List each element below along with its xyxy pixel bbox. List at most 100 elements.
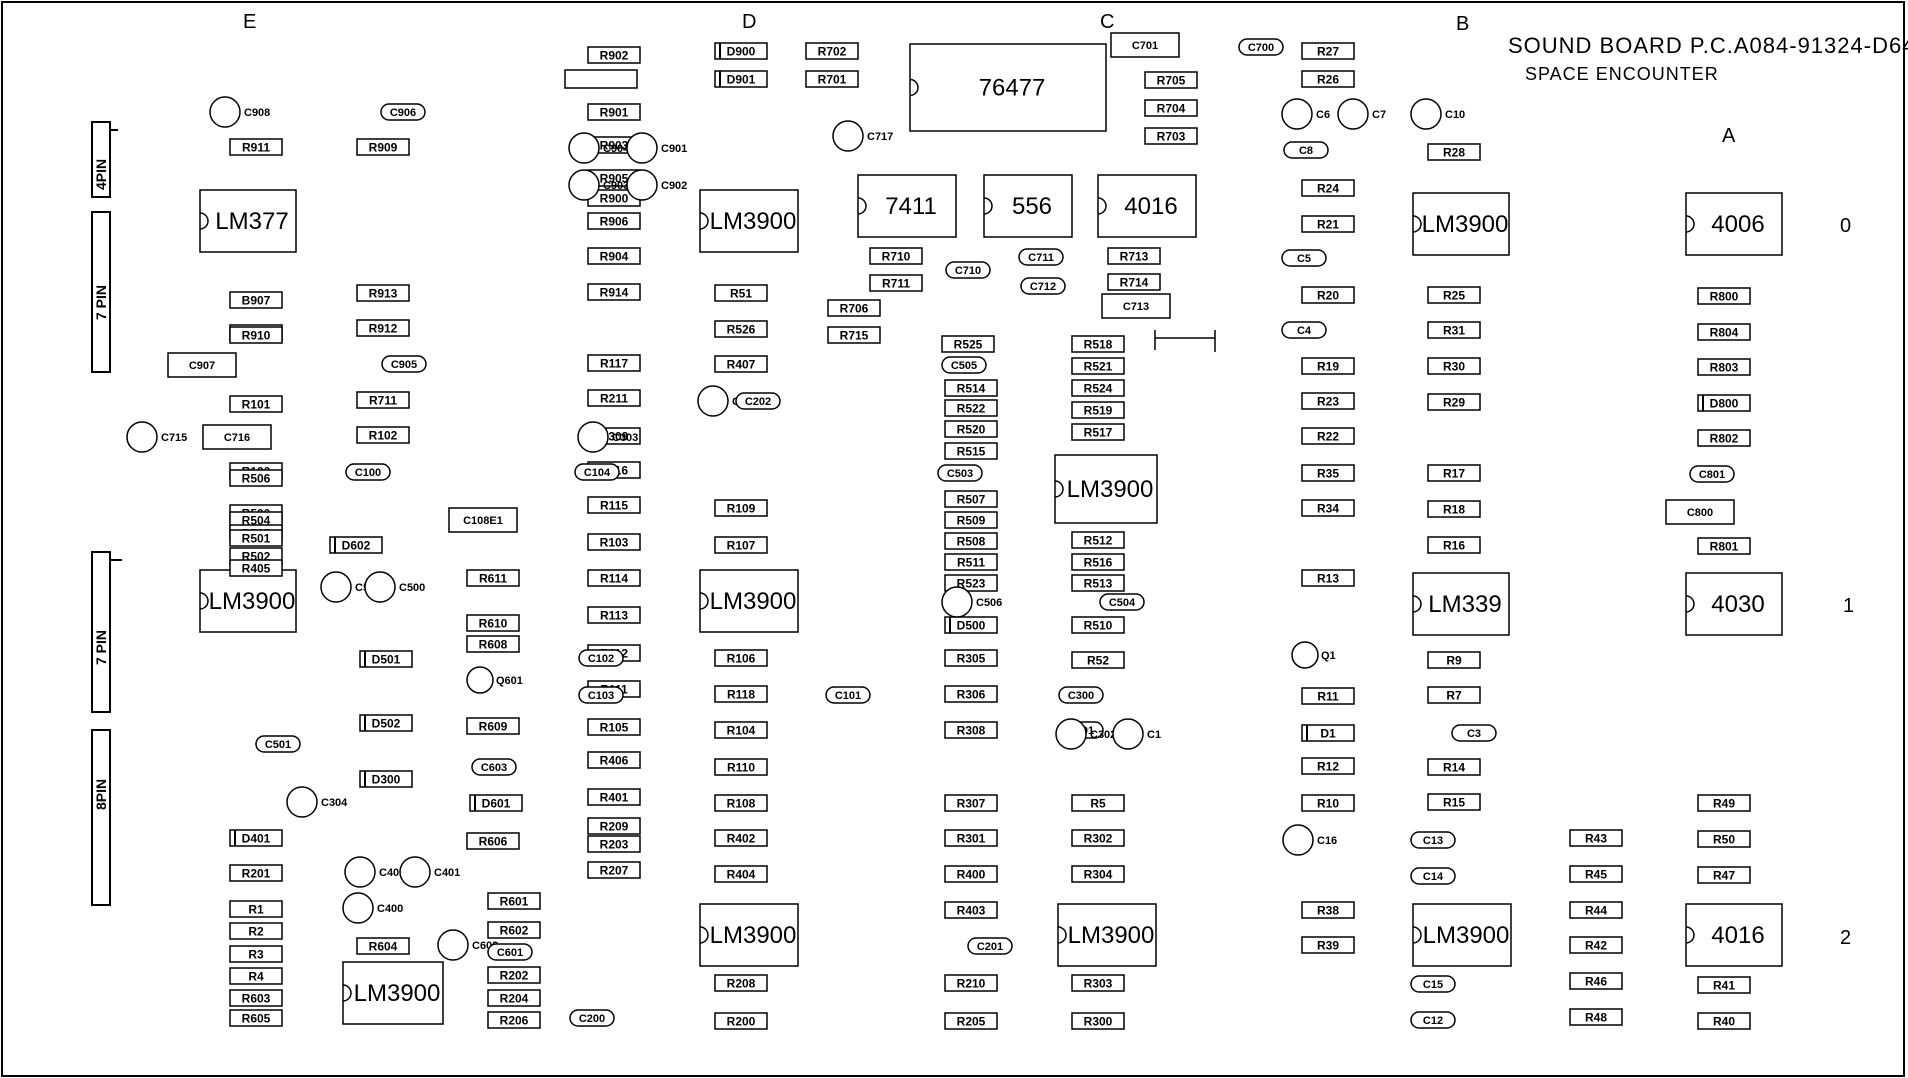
part-label: R210 <box>957 977 986 991</box>
part-label: C13 <box>1423 835 1443 847</box>
part-label: R211 <box>600 392 628 406</box>
resistor-r18: R18 <box>1427 500 1481 518</box>
part-label: C6 <box>1316 109 1330 121</box>
resistor-r300: R300 <box>1071 1012 1125 1030</box>
ic-lm377: LM377 <box>199 189 297 253</box>
part-label: B907 <box>242 294 271 308</box>
part-label: R35 <box>1317 467 1339 481</box>
resistor-r118: R118 <box>714 685 768 703</box>
part-label: R401 <box>600 791 629 805</box>
board-subtitle: SPACE ENCOUNTER <box>1525 64 1719 84</box>
column-label-e: E <box>243 11 256 33</box>
part-label: R46 <box>1585 975 1607 989</box>
resistor-r305: R305 <box>944 649 998 667</box>
ic-label: 4016 <box>1711 922 1764 949</box>
part-label: R803 <box>1710 361 1739 375</box>
part-label: R24 <box>1317 182 1339 196</box>
resistor-r31: R31 <box>1427 321 1481 339</box>
part-label: R29 <box>1443 396 1465 410</box>
resistor-r38: R38 <box>1301 901 1355 919</box>
part-label: R15 <box>1443 796 1465 810</box>
part-label: R17 <box>1443 467 1465 481</box>
part-label: R19 <box>1317 360 1339 374</box>
capacitor-c304: C304 <box>286 786 348 818</box>
ic-label: LM3900 <box>1422 211 1509 238</box>
part-label: R511 <box>957 556 985 570</box>
resistor-r517: R517 <box>1071 423 1125 441</box>
part-label: R402 <box>727 832 756 846</box>
resistor-r902: R902 <box>587 46 641 64</box>
part-label: R14 <box>1443 761 1465 775</box>
part-label: R516 <box>1084 556 1113 570</box>
part-label: R20 <box>1317 289 1339 303</box>
capacitor-c908: C908 <box>209 96 270 128</box>
part-label: C1 <box>1147 729 1161 741</box>
capacitor-c701: C701 <box>1110 32 1180 58</box>
part-label: R804 <box>1710 326 1739 340</box>
part-label: R4 <box>248 970 264 984</box>
part-label: R603 <box>242 992 271 1006</box>
part-label: C700 <box>1248 42 1274 54</box>
part-label: R2 <box>248 925 264 939</box>
part-label: R28 <box>1443 146 1465 160</box>
part-label: R207 <box>600 864 629 878</box>
resistor-r200: R200 <box>714 1012 768 1030</box>
part-label: R914 <box>600 286 629 300</box>
part-label: R39 <box>1317 939 1339 953</box>
resistor-r204: R204 <box>487 989 541 1007</box>
capacitor-c108e1: C108E1 <box>448 507 518 533</box>
part-label: R515 <box>957 445 986 459</box>
resistor-r901: R901 <box>587 103 641 121</box>
part-label: R13 <box>1317 572 1339 586</box>
resistor-r519: R519 <box>1071 401 1125 419</box>
ic-label: LM3900 <box>354 980 441 1007</box>
part-label: R801 <box>1710 540 1739 554</box>
part-label: R711 <box>882 277 910 291</box>
resistor-r202: R202 <box>487 966 541 984</box>
part-label: R31 <box>1443 324 1465 338</box>
resistor-r46: R46 <box>1569 972 1623 990</box>
part-label: R518 <box>1084 338 1113 352</box>
resistor-r4: R4 <box>229 967 283 985</box>
part-label: R209 <box>600 820 629 834</box>
resistor-r524: R524 <box>1071 379 1125 397</box>
part-label: R34 <box>1317 502 1339 516</box>
part-label: C500 <box>399 582 425 594</box>
diode-d1: D1 <box>1301 724 1355 742</box>
resistor-r512: R512 <box>1071 531 1125 549</box>
resistor-r400: R400 <box>944 865 998 883</box>
resistor-r713: R713 <box>1107 247 1161 265</box>
part-label: R110 <box>727 761 755 775</box>
part-label: R18 <box>1443 503 1465 517</box>
part-label: R514 <box>957 382 986 396</box>
capacitor-c303: C303 <box>577 421 638 453</box>
part-label: C303 <box>612 432 638 444</box>
part-label: C717 <box>867 131 893 143</box>
part-label: R206 <box>500 1014 529 1028</box>
part-label: C901 <box>661 143 687 155</box>
resistor-r47: R47 <box>1697 866 1751 884</box>
diode-d602: D602 <box>329 536 383 554</box>
capacitor-c1: C1 <box>1112 718 1161 750</box>
part-label: R407 <box>727 358 756 372</box>
resistor-r22: R22 <box>1301 427 1355 445</box>
resistor-r29: R29 <box>1427 393 1481 411</box>
ic-label: LM3900 <box>209 588 296 615</box>
part-label: D1 <box>1320 727 1336 741</box>
capacitor-c100: C100 <box>345 463 391 481</box>
resistor-r800: R800 <box>1697 287 1751 305</box>
part-label: R204 <box>500 992 529 1006</box>
part-label: R104 <box>727 724 756 738</box>
part-label: C905 <box>391 359 417 371</box>
part-label: C16 <box>1317 835 1337 847</box>
resistor-r504: R504 <box>229 511 283 529</box>
part-label: R300 <box>1084 1015 1113 1029</box>
resistor-r511: R511 <box>944 553 998 571</box>
part-label: R27 <box>1317 45 1339 59</box>
resistor-r211: R211 <box>587 389 641 407</box>
resistor-r301: R301 <box>944 829 998 847</box>
part-label: C904 <box>603 143 630 155</box>
part-label: R913 <box>369 287 398 301</box>
